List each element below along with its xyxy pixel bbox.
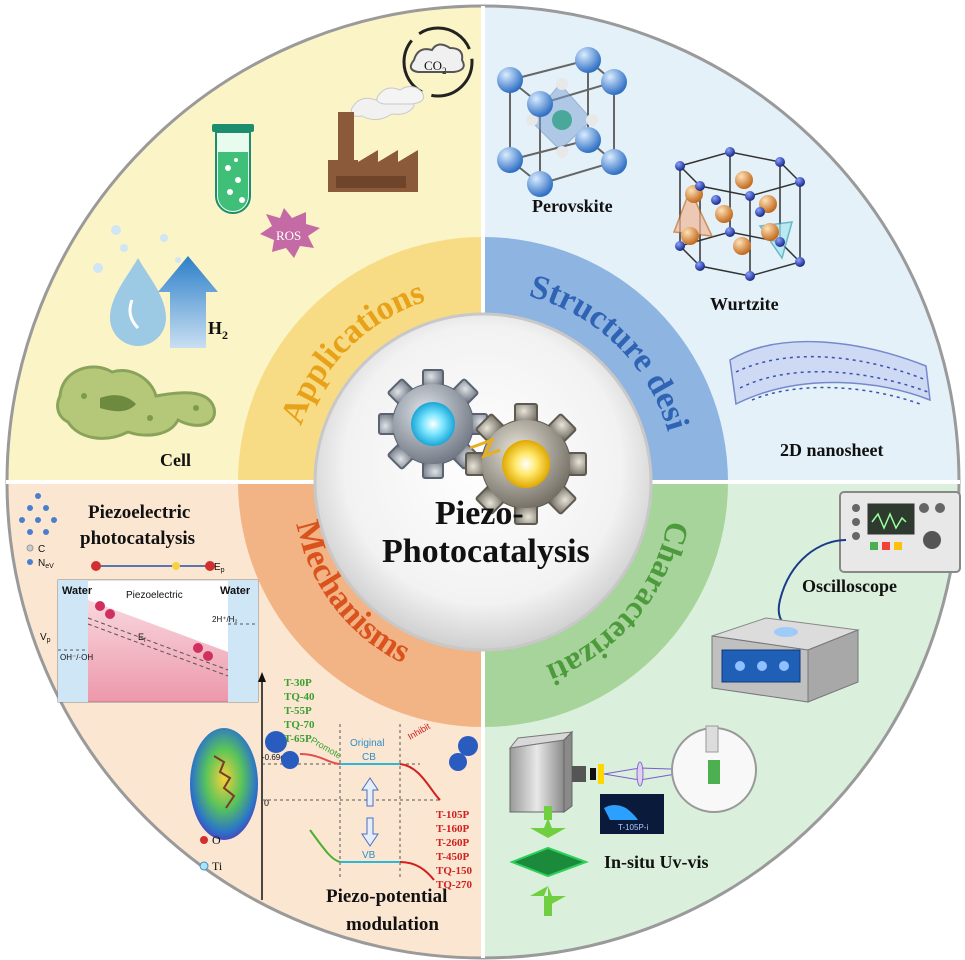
mechanism-title-line2: photocatalysis [80,528,195,549]
svg-text:VB: VB [362,850,376,861]
ultrasonic-bath-icon [711,617,860,703]
svg-text:TQ-40: TQ-40 [284,691,315,703]
green-sample-list: T-30P TQ-40 T-55P TQ-70 T-65P [284,677,315,745]
svg-text:Ef: Ef [138,632,146,644]
co2-cycle-icon: CO2 [402,26,474,98]
svg-text:Vp: Vp [40,632,51,644]
svg-text:0: 0 [264,798,269,808]
uvvis-setup-icon [508,725,757,813]
svg-text:NeV: NeV [38,558,54,570]
svg-text:Water: Water [220,585,251,597]
water-drops-icon [93,225,181,346]
svg-text:Ti: Ti [212,859,223,873]
oscilloscope-label: Oscilloscope [802,576,897,596]
svg-text:T-105P: T-105P [436,809,469,821]
mechanism-bottom-line2: modulation [346,914,439,935]
svg-text:O: O [212,833,221,847]
svg-text:T-260P: T-260P [436,837,469,849]
mechanism-bottom-line1: Piezo-potential [326,886,447,907]
ros-starburst-icon: ROS [260,208,320,258]
svg-text:OH⁻/·OH: OH⁻/·OH [60,653,93,662]
svg-text:TQ-70: TQ-70 [284,719,315,731]
svg-text:T-160P: T-160P [436,823,469,835]
svg-text:TQ-150: TQ-150 [436,865,473,877]
svg-text:CO2: CO2 [424,58,447,76]
wurtzite-label: Wurtzite [710,294,779,314]
nanosheet-label: 2D nanosheet [780,440,884,460]
red-sample-list: T-105P T-160P T-260P T-450P TQ-150 TQ-27… [436,809,473,891]
svg-text:TQ-270: TQ-270 [436,879,473,891]
svg-text:C: C [38,544,45,555]
pressure-plate-icon [509,806,589,916]
center-title-line2: Photocatalysis [382,533,590,570]
nanosheet-icon [729,340,931,406]
svg-text:H2: H2 [208,318,228,342]
svg-text:CB: CB [362,752,376,763]
energy-level-plot: Original CB VB -0.69eV* 0 Promote Inhibi… [258,672,478,900]
cell-label: Cell [160,450,191,470]
svg-text:T-65P: T-65P [284,733,312,745]
svg-text:T-55P: T-55P [284,705,312,717]
cn-structure-icon: C NeV [19,493,57,570]
factory-icon [328,86,425,192]
test-tube-icon [212,124,254,214]
sample-image-icon: T-105P-i [600,794,664,834]
center-circle [313,312,653,652]
gear-gold-icon [465,403,587,525]
h2-arrow-icon: H2 [158,256,228,348]
svg-text:Piezoelectric: Piezoelectric [126,590,183,601]
wurtzite-lattice-icon [672,147,805,281]
svg-text:T-30P: T-30P [284,677,312,689]
cell-icon [56,365,216,440]
uvvis-label: In-situ Uv-vis [604,852,709,872]
svg-text:-0.69eV*: -0.69eV* [262,753,293,762]
svg-text:T-450P: T-450P [436,851,469,863]
perovskite-lattice-icon [497,47,627,197]
tio2-oval-icon: O Ti [190,728,258,873]
gear-blue-icon [378,369,488,479]
piezo-band-diagram: Ep Water Water Piezoelectric 2H⁺/H₂ OH⁻/… [40,561,259,703]
svg-text:Original: Original [350,738,384,749]
svg-text:ROS: ROS [276,228,301,243]
svg-text:Water: Water [62,585,93,597]
perovskite-label: Perovskite [532,196,613,216]
svg-text:T-105P-i: T-105P-i [618,823,648,832]
center-title-line1: Piezo- [435,495,524,532]
gear-link-icon [469,437,501,459]
svg-text:2H⁺/H₂: 2H⁺/H₂ [212,615,238,624]
oscilloscope-icon [839,491,961,573]
mechanism-title-line1: Piezoelectric [88,502,190,523]
svg-text:Ep: Ep [214,562,225,574]
